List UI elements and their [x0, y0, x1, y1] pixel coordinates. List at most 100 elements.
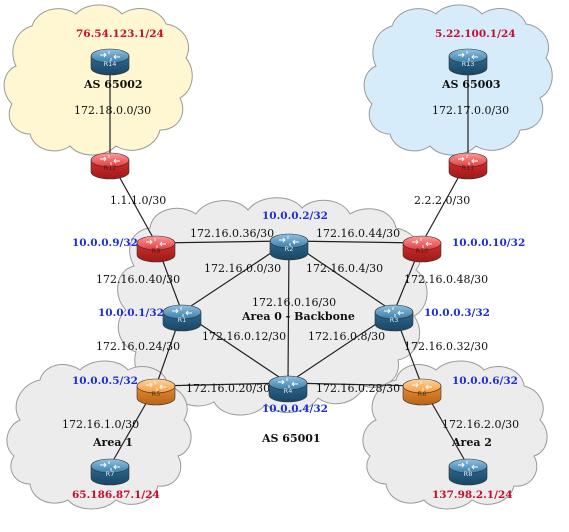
link-r9-r2 [155, 240, 290, 244]
router-r13: R13 [448, 48, 488, 76]
loopback-r5: 10.0.0.5/32 [72, 375, 138, 387]
cloud-backbone [117, 197, 428, 416]
router-name-r6: R6 [418, 390, 427, 398]
router-name-r4: R4 [284, 387, 293, 395]
net-r2-r3: 172.16.0.4/30 [306, 262, 383, 275]
router-top [402, 378, 442, 394]
router-top [268, 375, 308, 391]
loopback-r7: 65.186.87.1/24 [72, 489, 160, 501]
router-name-r3: R3 [390, 316, 399, 324]
net-r9-r1: 172.16.0.40/30 [96, 273, 180, 286]
net-r5-r7: 172.16.1.0/30 [62, 418, 139, 431]
router-name-r13: R13 [462, 60, 475, 68]
link-r2-r4 [287, 240, 290, 384]
router-r4: R4 [268, 375, 308, 403]
router-arrows-icon [146, 381, 166, 391]
router-top [136, 378, 176, 394]
router-r12: R12 [90, 152, 130, 180]
loopback-r4: 10.0.0.4/32 [262, 403, 328, 415]
net-r1-r5: 172.16.0.24/30 [96, 340, 180, 353]
link-r2-r10 [288, 240, 423, 244]
router-r3: R3 [374, 304, 414, 332]
router-r10: R10 [402, 235, 442, 263]
cloud-as65003 [363, 4, 553, 156]
loopback-r2: 10.0.0.2/32 [262, 210, 328, 222]
loopback-r13: 5.22.100.1/24 [435, 28, 516, 40]
router-top [90, 458, 130, 474]
net-r11-r10: 2.2.2.0/30 [414, 194, 470, 207]
loopback-r1: 10.0.0.1/32 [98, 307, 164, 319]
router-name-r8: R8 [464, 470, 473, 478]
net-r3-r6: 172.16.0.32/30 [404, 340, 488, 353]
router-name-r1: R1 [178, 316, 187, 324]
router-arrows-icon [384, 307, 404, 317]
router-top [90, 152, 130, 168]
net-r2-r4: 172.16.0.16/30 [252, 296, 336, 309]
router-top [269, 233, 309, 249]
router-name-r14: R14 [104, 60, 117, 68]
backbone-label: Area 0 - Backbone [241, 310, 355, 323]
loopback-r10: 10.0.0.10/32 [452, 237, 525, 249]
loopback-r8: 137.98.2.1/24 [432, 489, 513, 501]
router-name-r12: R12 [104, 164, 117, 172]
router-top [448, 458, 488, 474]
net-r2-r1: 172.16.0.0/30 [204, 262, 281, 275]
router-arrows-icon [458, 461, 478, 471]
net-r5-r4: 172.16.0.20/30 [186, 382, 270, 395]
router-r5: R5 [136, 378, 176, 406]
router-arrows-icon [100, 51, 120, 61]
router-arrows-icon [458, 155, 478, 165]
net-r3-r4: 172.16.0.8/30 [308, 330, 385, 343]
router-top [448, 152, 488, 168]
router-r11: R11 [448, 152, 488, 180]
router-r1: R1 [162, 304, 202, 332]
loopback-r3: 10.0.0.3/32 [424, 307, 490, 319]
link-r5-r4 [155, 382, 289, 387]
router-r9: R9 [136, 235, 176, 263]
router-top [402, 235, 442, 251]
net-r1-r4: 172.16.0.12/30 [202, 330, 286, 343]
router-arrows-icon [278, 378, 298, 388]
router-arrows-icon [100, 155, 120, 165]
loopback-r9: 10.0.0.9/32 [72, 237, 138, 249]
router-name-r7: R7 [106, 470, 115, 478]
router-arrows-icon [146, 238, 166, 248]
cloud-as65002 [3, 4, 193, 156]
router-top [374, 304, 414, 320]
router-top [90, 48, 130, 64]
router-arrows-icon [412, 381, 432, 391]
area2-label: Area 2 [451, 436, 492, 449]
router-r14: R14 [90, 48, 130, 76]
router-name-r10: R10 [416, 247, 429, 255]
router-arrows-icon [172, 307, 192, 317]
router-arrows-icon [458, 51, 478, 61]
router-name-r2: R2 [285, 245, 294, 253]
router-r2: R2 [269, 233, 309, 261]
router-arrows-icon [100, 461, 120, 471]
as65003-label: AS 65003 [441, 78, 501, 91]
router-top [162, 304, 202, 320]
link-r4-r6 [287, 382, 423, 387]
loopback-r14: 76.54.123.1/24 [76, 28, 164, 40]
as65001-label: AS 65001 [261, 432, 321, 445]
net-r13-r11: 172.17.0.0/30 [432, 104, 509, 117]
net-r4-r6: 172.16.0.28/30 [316, 382, 400, 395]
net-r10-r3: 172.16.0.48/30 [404, 273, 488, 286]
as65002-label: AS 65002 [83, 78, 143, 91]
router-name-r9: R9 [152, 247, 161, 255]
area1-label: Area 1 [92, 436, 133, 449]
router-r7: R7 [90, 458, 130, 486]
router-name-r5: R5 [152, 390, 161, 398]
router-name-r11: R11 [462, 164, 475, 172]
loopback-r6: 10.0.0.6/32 [452, 375, 518, 387]
router-r6: R6 [402, 378, 442, 406]
router-arrows-icon [279, 236, 299, 246]
router-arrows-icon [412, 238, 432, 248]
net-r14-r12: 172.18.0.0/30 [74, 104, 151, 117]
net-r9-r2: 172.16.0.36/30 [190, 227, 274, 240]
router-top [448, 48, 488, 64]
net-r2-r10: 172.16.0.44/30 [316, 227, 400, 240]
